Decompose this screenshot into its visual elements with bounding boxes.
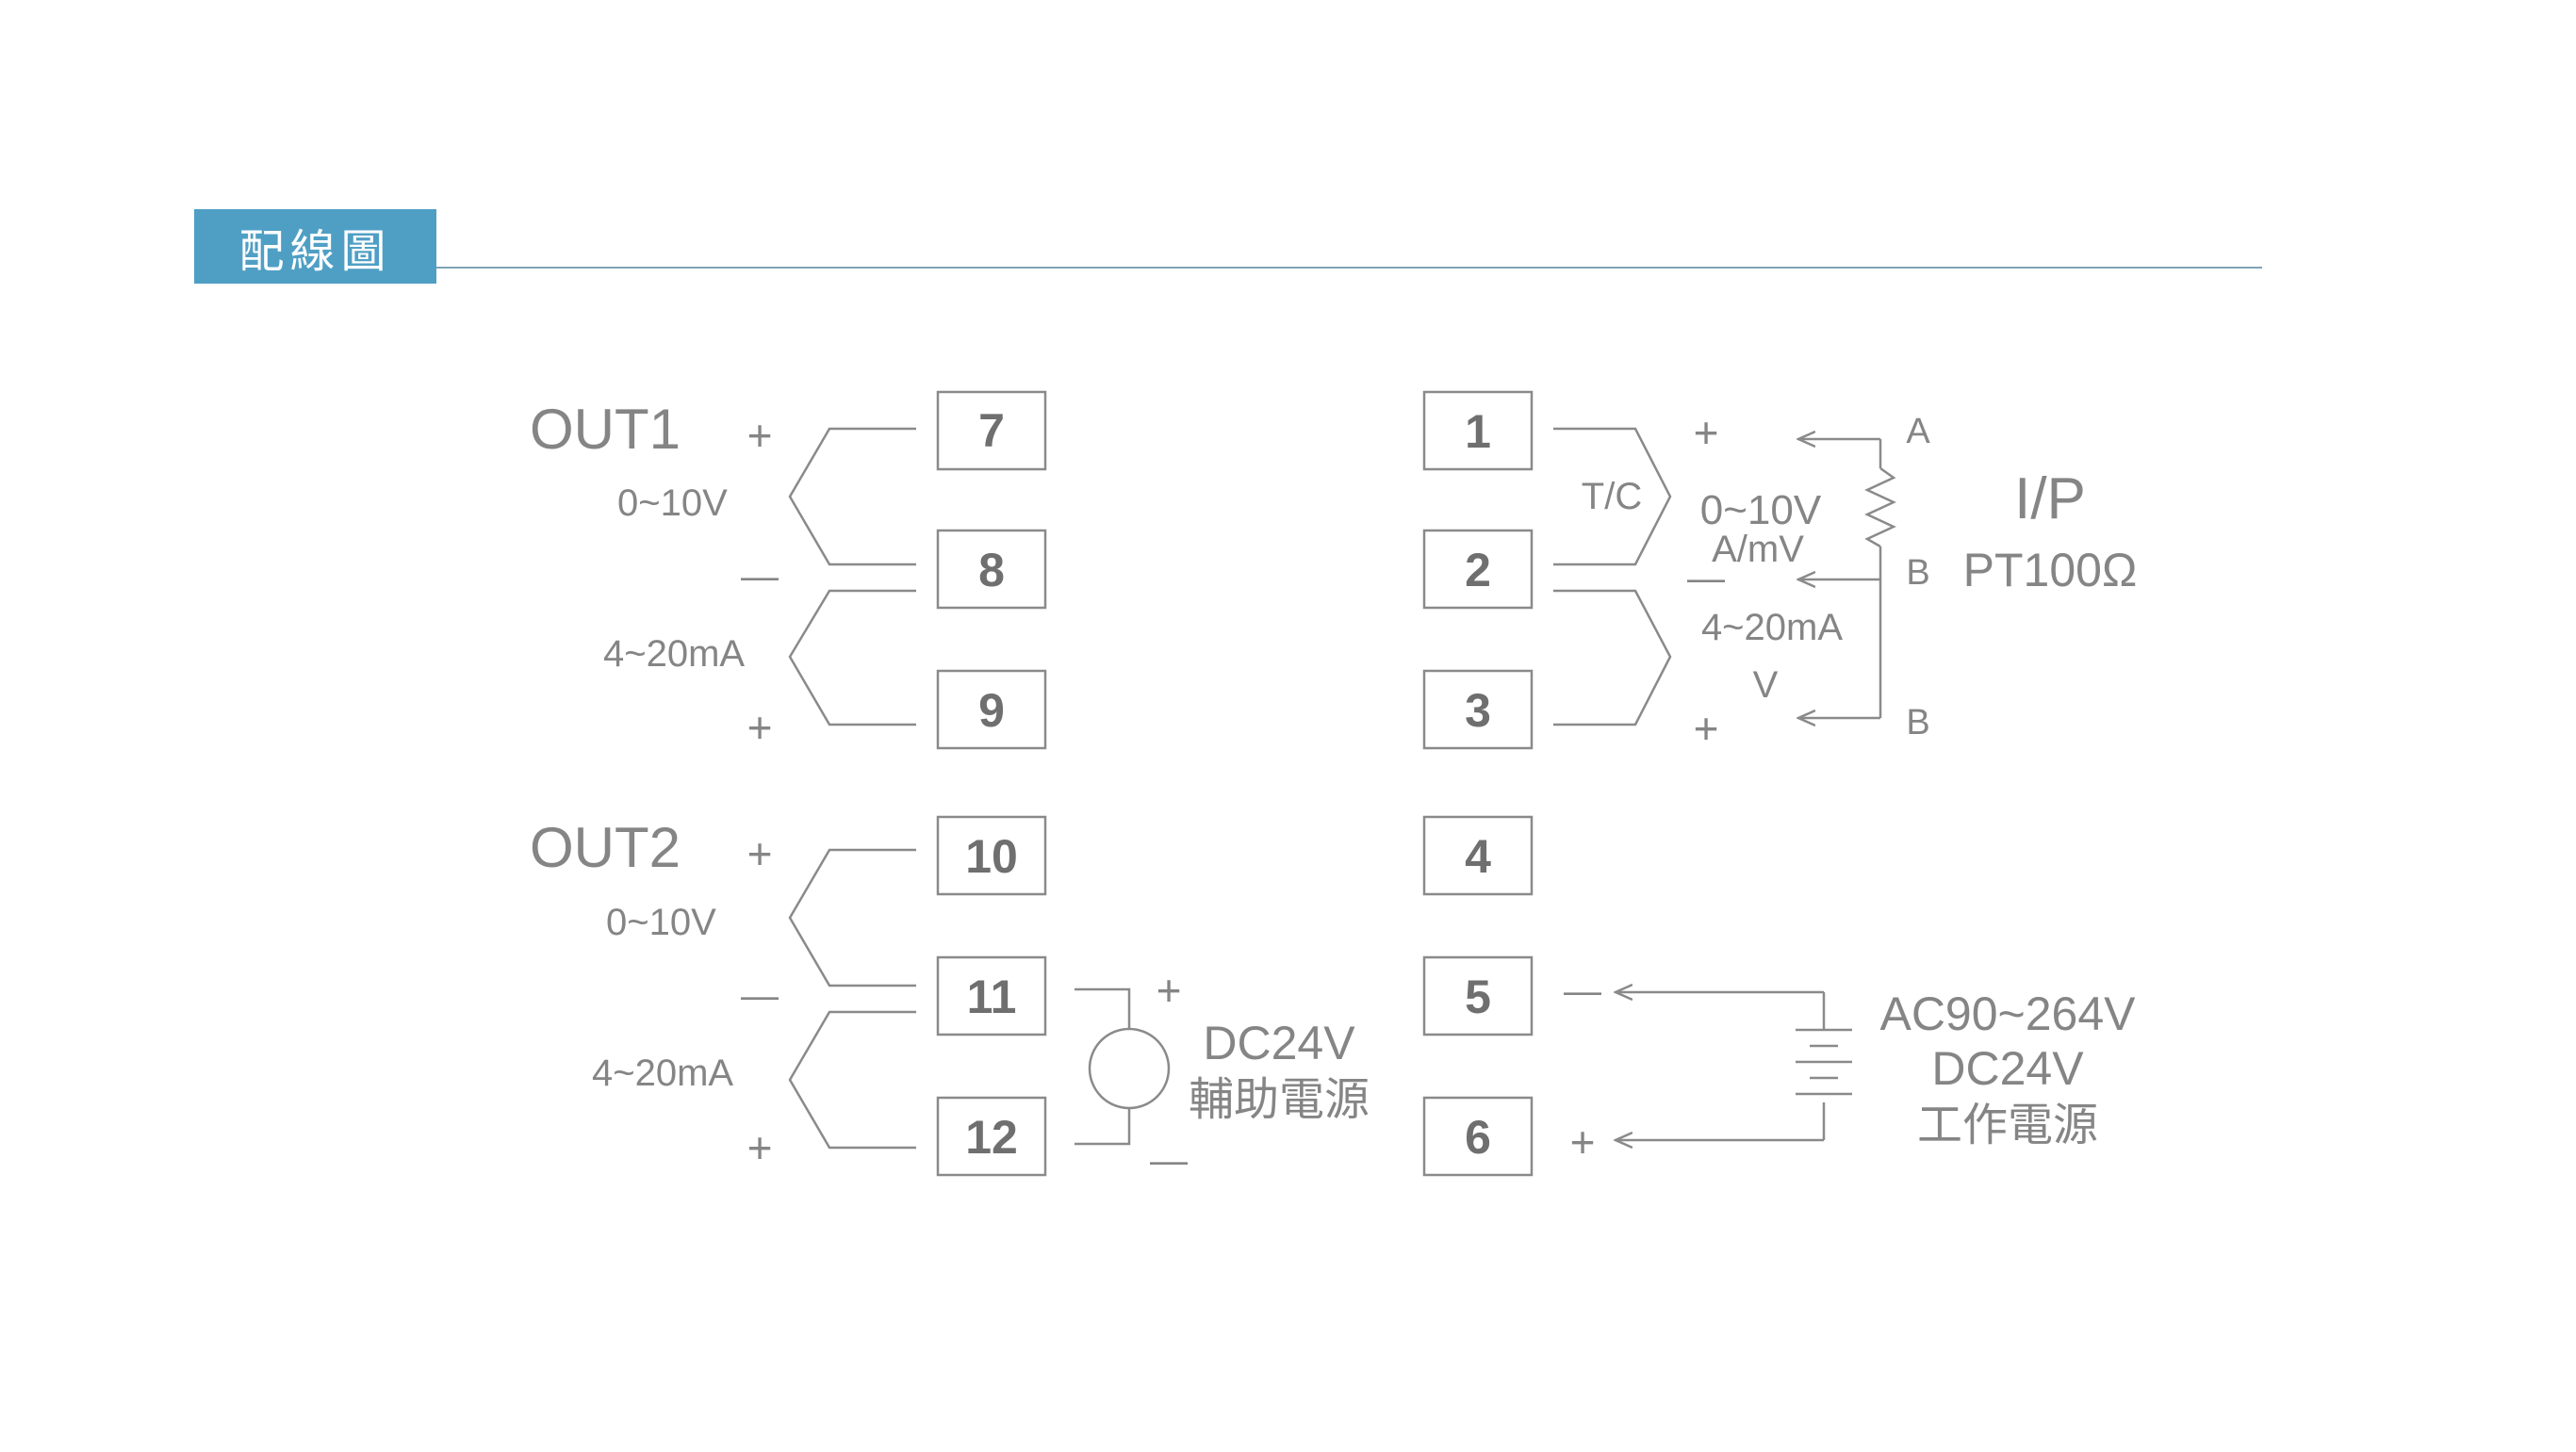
out2-plus-top: + xyxy=(747,829,773,878)
terminal-12-number: 12 xyxy=(965,1111,1018,1164)
aux-power-label: 輔助電源 xyxy=(1189,1073,1370,1126)
terminal-10: 10 xyxy=(936,815,1047,896)
input-ip-label: I/P xyxy=(2014,466,2086,531)
terminal-7: 7 xyxy=(936,390,1047,471)
out1-label: OUT1 xyxy=(530,398,681,461)
aux-power-circuit xyxy=(1075,987,1171,1146)
pt100-resistor-icon xyxy=(1864,466,1896,548)
rtd-lead-a: A xyxy=(1906,412,1930,451)
input-current-label: 4~20mA xyxy=(1701,607,1843,648)
out1-voltage-label: 0~10V xyxy=(617,482,728,524)
input-wiring xyxy=(1553,427,1896,725)
terminal-11: 11 xyxy=(936,955,1047,1036)
terminal-3-number: 3 xyxy=(1465,684,1491,737)
terminal-11-number: 11 xyxy=(967,971,1017,1023)
terminal-8-number: 8 xyxy=(978,544,1005,596)
out2-wiring xyxy=(788,848,916,1150)
rtd-lead-b1: B xyxy=(1906,553,1929,593)
terminal-1: 1 xyxy=(1422,390,1534,471)
terminal-4: 4 xyxy=(1422,815,1534,896)
terminal-9-number: 9 xyxy=(978,684,1005,737)
rtd-type-label: PT100Ω xyxy=(1963,544,2138,596)
main-power-plus: + xyxy=(1570,1118,1596,1166)
input-v-label: V xyxy=(1753,664,1779,706)
terminal-5: 5 xyxy=(1422,955,1534,1036)
out2-voltage-label: 0~10V xyxy=(606,902,716,943)
terminal-6-number: 6 xyxy=(1465,1111,1491,1164)
input-mv-label: A/mV xyxy=(1712,529,1804,570)
main-power-label: 工作電源 xyxy=(1917,1099,2098,1151)
out1-plus-bottom: + xyxy=(747,703,773,752)
terminal-7-number: 7 xyxy=(978,404,1005,457)
title-rule xyxy=(436,267,2262,269)
terminal-5-number: 5 xyxy=(1465,971,1491,1023)
out2-minus: — xyxy=(741,975,779,1017)
input-minus: — xyxy=(1687,558,1725,599)
input-tc-label: T/C xyxy=(1582,476,1642,517)
terminal-2: 2 xyxy=(1422,529,1534,610)
battery-icon xyxy=(1796,1028,1852,1096)
main-power-dc: DC24V xyxy=(1931,1042,2084,1095)
aux-power-plus: + xyxy=(1157,966,1182,1015)
main-power-circuit xyxy=(1616,992,1852,1140)
out1-wiring xyxy=(788,427,916,726)
rtd-lead-b2: B xyxy=(1906,703,1929,742)
aux-power-source-icon xyxy=(1088,1027,1171,1110)
aux-power-voltage: DC24V xyxy=(1203,1017,1355,1069)
terminal-3: 3 xyxy=(1422,669,1534,750)
terminal-4-number: 4 xyxy=(1465,830,1491,883)
terminal-9: 9 xyxy=(936,669,1047,750)
terminal-1-number: 1 xyxy=(1465,405,1491,458)
terminal-8: 8 xyxy=(936,529,1047,610)
terminal-6: 6 xyxy=(1422,1096,1534,1177)
main-power-ac-range: AC90~264V xyxy=(1879,987,2136,1040)
diagram-title: 配線圖 xyxy=(194,209,436,284)
aux-power-minus: — xyxy=(1150,1140,1188,1182)
out2-current-label: 4~20mA xyxy=(592,1052,733,1094)
main-power-minus: — xyxy=(1564,971,1601,1012)
terminal-12: 12 xyxy=(936,1096,1047,1177)
out1-minus: — xyxy=(741,556,779,597)
out1-current-label: 4~20mA xyxy=(603,633,745,675)
input-voltage-label: 0~10V xyxy=(1700,487,1822,533)
out2-label: OUT2 xyxy=(530,816,681,879)
out2-plus-bottom: + xyxy=(747,1123,773,1172)
terminal-2-number: 2 xyxy=(1465,544,1491,596)
terminal-10-number: 10 xyxy=(965,830,1018,883)
input-plus-bottom: + xyxy=(1694,704,1719,753)
input-plus-top: + xyxy=(1694,408,1719,457)
out1-plus-top: + xyxy=(747,411,773,460)
